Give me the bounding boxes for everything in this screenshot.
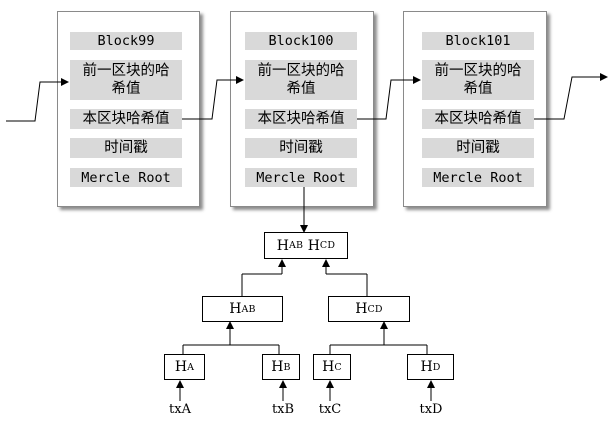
chain-arrow-out <box>534 73 608 120</box>
tx-a-label: txA <box>169 402 191 417</box>
chain-arrow-in <box>6 78 69 122</box>
block-99-merkle-root: Mercle Root <box>70 168 182 187</box>
tx-c-label: txC <box>318 402 342 417</box>
block-99-prev-hash: 前一区块的哈希值 <box>70 60 182 100</box>
block-101-own-hash: 本区块哈希值 <box>422 109 534 129</box>
tx-d-label: txD <box>419 402 443 417</box>
block-99-timestamp: 时间戳 <box>70 138 182 158</box>
block-99-own-hash: 本区块哈希值 <box>70 109 182 129</box>
block-100-timestamp: 时间戳 <box>245 138 357 158</box>
block-101-prev-hash: 前一区块的哈希值 <box>422 60 534 100</box>
block-100-prev-hash: 前一区块的哈希值 <box>245 60 357 100</box>
tx-b-label: txB <box>271 402 295 417</box>
block-101-title: Block101 <box>422 32 534 50</box>
block-99-title: Block99 <box>70 32 182 50</box>
block-101-merkle-root: Mercle Root <box>422 168 534 187</box>
block-100-own-hash: 本区块哈希值 <box>245 109 357 129</box>
chain-arrow-99-100 <box>182 76 244 120</box>
block-100-merkle-root: Mercle Root <box>245 168 357 187</box>
chain-arrow-100-101 <box>357 76 421 120</box>
block-101-timestamp: 时间戳 <box>422 138 534 158</box>
block-100-title: Block100 <box>245 32 357 50</box>
